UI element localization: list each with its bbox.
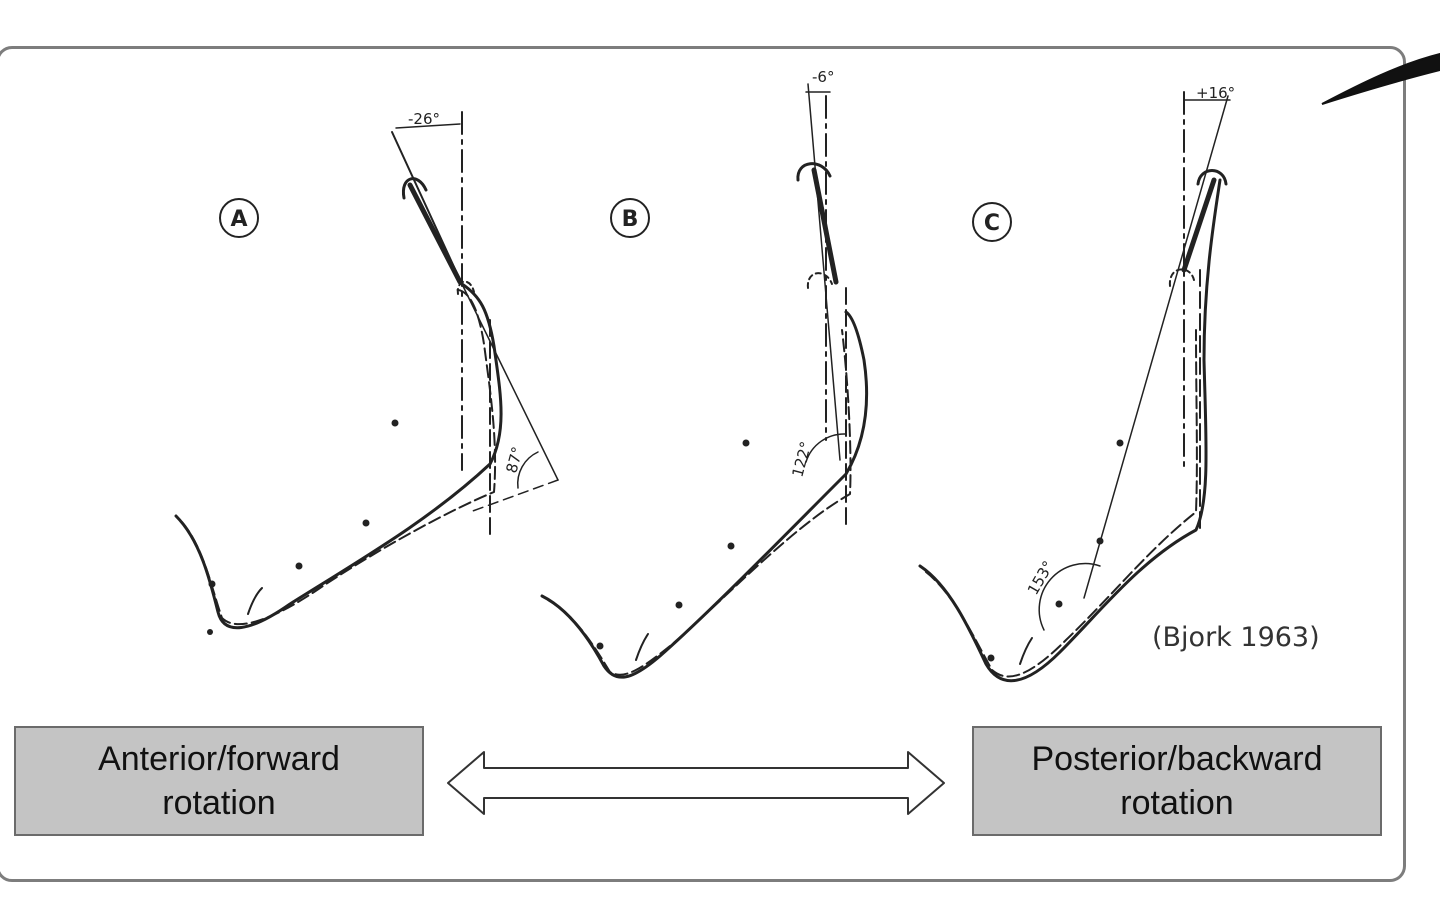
panel-c-top-angle: +16°	[1196, 84, 1235, 102]
anterior-rotation-label: Anterior/forward rotation	[14, 726, 424, 836]
panel-b-top-angle: -6°	[812, 68, 834, 86]
double-arrow-icon	[447, 751, 945, 815]
posterior-label-line1: Posterior/backward	[1031, 740, 1323, 778]
panel-a-top-angle: -26°	[408, 110, 440, 128]
anterior-label-line1: Anterior/forward	[98, 740, 340, 778]
panel-a-tracing	[174, 111, 559, 635]
panel-b-jaw-angle: 122°	[788, 439, 815, 479]
citation: (Bjork 1963)	[1152, 622, 1320, 653]
posterior-rotation-label: Posterior/backward rotation	[972, 726, 1382, 836]
panel-b-letter: B	[622, 207, 639, 232]
panel-c-letter: C	[984, 211, 1000, 236]
panel-a-jaw-angle: 87°	[502, 445, 526, 475]
panel-c-tracing	[918, 91, 1231, 683]
panel-b-tracing	[540, 83, 869, 679]
posterior-label-line2: rotation	[1120, 784, 1234, 822]
figure-frame	[0, 46, 1406, 882]
pen-stroke-icon	[1321, 52, 1440, 105]
panel-a-letter: A	[230, 207, 247, 232]
anterior-label-line2: rotation	[162, 784, 276, 822]
